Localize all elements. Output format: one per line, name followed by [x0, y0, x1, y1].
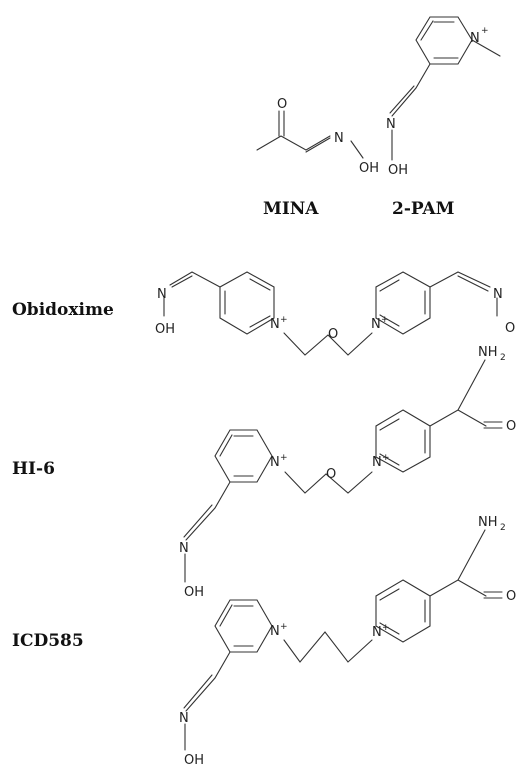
- icd585-structure: N + N OH N + NH 2 O: [179, 515, 516, 766]
- label-mina: MINA: [263, 199, 319, 219]
- mina-nitrogen: N: [334, 131, 344, 146]
- obidoxime-right-oxime-nitrogen: N: [493, 287, 503, 302]
- mina-oxygen: O: [277, 97, 287, 112]
- pam-charge: +: [481, 26, 489, 36]
- mina-structure: O N OH: [256, 97, 379, 176]
- obidoxime-right-oxygen: O: [505, 321, 515, 336]
- hi-6-amide-oxygen: O: [506, 419, 516, 434]
- obidoxime-bridge-oxygen: O: [328, 327, 338, 342]
- icd585-right-charge: +: [382, 623, 390, 633]
- icd585-oxime-nitrogen: N: [179, 711, 189, 726]
- label-2-pam: 2-PAM: [392, 199, 455, 219]
- obidoxime-left-oxime-nitrogen: N: [157, 287, 167, 302]
- hi-6-left-charge: +: [280, 453, 288, 463]
- hi-6-bridge-oxygen: O: [326, 467, 336, 482]
- pam-structure: N + N OH: [386, 16, 501, 178]
- pam-oxime-nitrogen: N: [386, 117, 396, 132]
- hi-6-oxime-nitrogen: N: [179, 541, 189, 556]
- icd585-hydroxyl: OH: [184, 753, 204, 766]
- pam-hydroxyl: OH: [388, 163, 408, 178]
- obidoxime-structure: N OH N + O N + N O: [155, 271, 515, 356]
- obidoxime-left-charge: +: [280, 315, 288, 325]
- pam-nitrogen: N: [470, 31, 480, 46]
- obidoxime-left-hydroxyl: OH: [155, 322, 175, 337]
- icd585-right-ring-nitrogen: N: [372, 625, 382, 640]
- icd585-left-ring-nitrogen: N: [270, 624, 280, 639]
- hi-6-right-ring-nitrogen: N: [372, 455, 382, 470]
- obidoxime-right-charge: +: [381, 315, 389, 325]
- icd585-left-charge: +: [280, 622, 288, 632]
- mina-hydroxyl: OH: [359, 161, 379, 176]
- hi-6-left-ring-nitrogen: N: [270, 455, 280, 470]
- icd585-amide-subscript: 2: [500, 523, 506, 533]
- icd585-amide-oxygen: O: [506, 589, 516, 604]
- label-icd585: ICD585: [12, 631, 84, 651]
- obidoxime-left-ring-nitrogen: N: [270, 317, 280, 332]
- icd585-amide-nh: NH: [478, 515, 498, 530]
- hi-6-structure: N + N OH O N + NH 2 O: [179, 345, 516, 600]
- obidoxime-right-ring-nitrogen: N: [371, 317, 381, 332]
- hi-6-amide-nh: NH: [478, 345, 498, 360]
- hi-6-hydroxyl: OH: [184, 585, 204, 600]
- hi-6-amide-subscript: 2: [500, 353, 506, 363]
- label-obidoxime: Obidoxime: [12, 300, 114, 320]
- label-hi-6: HI-6: [12, 459, 55, 479]
- hi-6-right-charge: +: [382, 453, 390, 463]
